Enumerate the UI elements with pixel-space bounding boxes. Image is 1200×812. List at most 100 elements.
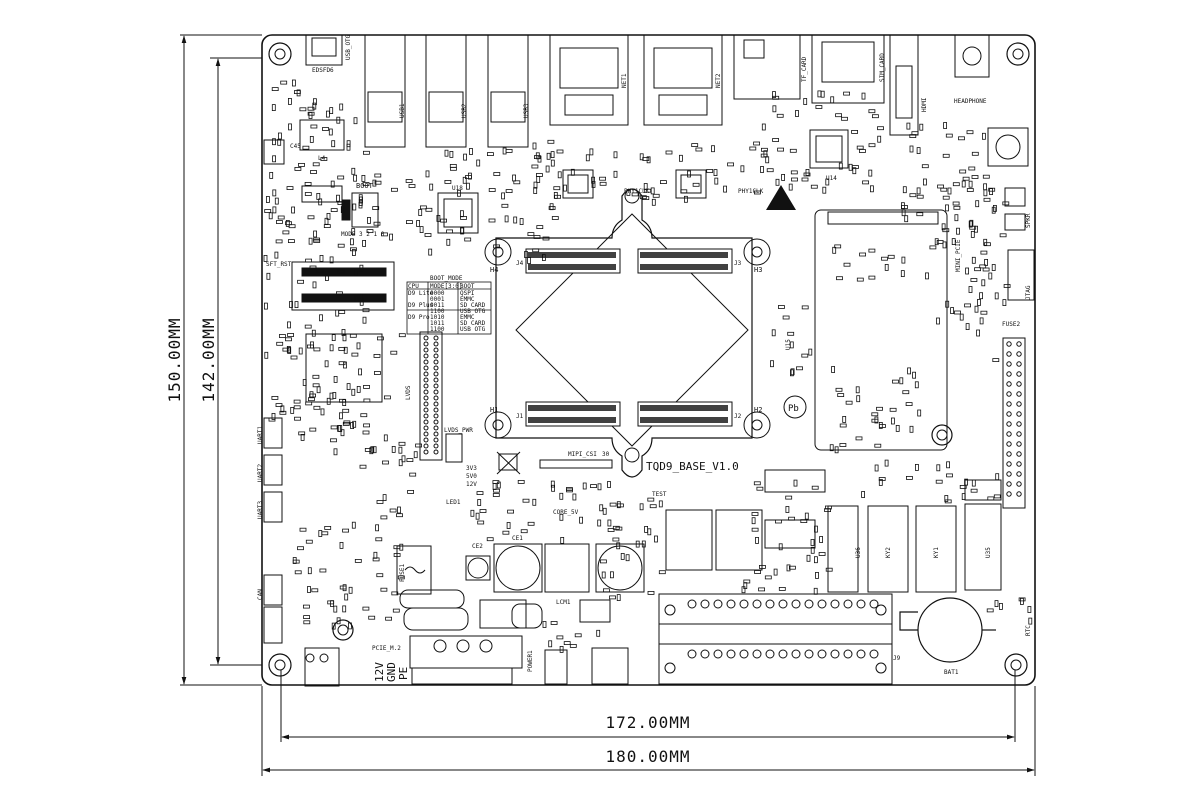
smd-part bbox=[559, 646, 564, 653]
smd-part bbox=[312, 162, 320, 167]
smd-part bbox=[969, 219, 974, 227]
smd-part bbox=[884, 459, 889, 467]
smd-part bbox=[428, 248, 433, 256]
smd-part bbox=[764, 575, 772, 580]
smd-part bbox=[822, 186, 827, 194]
smd-part bbox=[444, 149, 449, 157]
smd-part bbox=[277, 215, 285, 220]
smd-part bbox=[835, 387, 843, 392]
smd-part bbox=[459, 210, 464, 218]
smd-part bbox=[330, 438, 337, 443]
smd-part bbox=[522, 498, 530, 503]
smd-part bbox=[362, 316, 367, 324]
smd-part bbox=[838, 162, 843, 170]
smd-part bbox=[294, 166, 302, 171]
smd-part bbox=[272, 138, 276, 146]
smd-part bbox=[772, 105, 777, 113]
smd-part bbox=[964, 478, 968, 486]
smd-part bbox=[602, 507, 607, 515]
smd-part bbox=[302, 379, 307, 386]
board-outline bbox=[261, 34, 1036, 686]
jtag-pin bbox=[1006, 391, 1012, 397]
smd-part bbox=[313, 347, 321, 352]
smd-part bbox=[513, 180, 521, 185]
uart1-label: UART1 bbox=[257, 426, 264, 444]
smd-part bbox=[288, 123, 292, 131]
smd-part bbox=[533, 235, 541, 239]
smd-part bbox=[324, 274, 329, 281]
header-pin bbox=[433, 359, 439, 365]
smd-part bbox=[351, 249, 356, 256]
jtag-pin bbox=[1016, 431, 1022, 437]
smd-part bbox=[758, 587, 765, 592]
smd-part bbox=[639, 153, 644, 161]
smd-part bbox=[1002, 299, 1007, 307]
smd-part bbox=[457, 189, 461, 197]
pb-label: Pb bbox=[788, 404, 799, 414]
smd-part bbox=[574, 633, 582, 638]
jtag-pin bbox=[1006, 381, 1012, 387]
smd-part bbox=[644, 188, 652, 193]
smd-part bbox=[625, 554, 630, 562]
header-pin bbox=[423, 353, 429, 359]
smd-part bbox=[889, 407, 897, 412]
smd-part bbox=[714, 177, 719, 185]
smd-part bbox=[916, 147, 921, 155]
smd-part bbox=[376, 573, 384, 578]
smd-part bbox=[313, 239, 321, 243]
smd-part bbox=[358, 293, 363, 301]
smd-part bbox=[813, 587, 818, 595]
smd-part bbox=[292, 559, 300, 564]
smd-part bbox=[359, 464, 367, 469]
smd-part bbox=[909, 425, 914, 433]
header-pin bbox=[433, 377, 439, 383]
smd-part bbox=[310, 170, 317, 174]
smd-part bbox=[626, 188, 631, 196]
smd-part bbox=[287, 239, 295, 244]
smd-part bbox=[765, 156, 770, 164]
u18-label: U18 bbox=[452, 185, 463, 192]
smd-part bbox=[859, 149, 866, 153]
smd-part bbox=[966, 188, 974, 192]
smd-part bbox=[389, 508, 397, 513]
smd-part bbox=[760, 166, 764, 173]
smd-part bbox=[832, 246, 837, 254]
smd-part bbox=[929, 245, 937, 250]
smd-part bbox=[829, 444, 834, 452]
mini-pcie-label: MINI_PCIE bbox=[955, 239, 962, 272]
smd-part bbox=[599, 181, 607, 186]
boot-table-cell: 1011 bbox=[430, 320, 445, 327]
jtag-pin bbox=[1006, 451, 1012, 457]
boot-table-cell: USB OTG bbox=[460, 326, 486, 333]
terminal-screw bbox=[804, 599, 814, 609]
smd-part bbox=[956, 227, 960, 235]
smd-part bbox=[706, 169, 714, 173]
terminal-screw bbox=[752, 649, 762, 659]
smd-part bbox=[991, 264, 996, 271]
smd-part bbox=[916, 212, 924, 217]
smd-part bbox=[380, 587, 388, 592]
smd-part bbox=[560, 537, 565, 544]
smd-part bbox=[788, 516, 795, 521]
uart3-label: UART3 bbox=[257, 501, 264, 519]
smd-part bbox=[342, 528, 350, 533]
smd-part bbox=[362, 150, 370, 155]
smd-part bbox=[684, 195, 688, 203]
smd-part bbox=[493, 244, 501, 249]
smd-part bbox=[524, 251, 528, 258]
headphone-label: HEADPHONE bbox=[954, 98, 987, 105]
smd-part bbox=[335, 291, 343, 296]
boot-table-cell: USB OTG bbox=[460, 308, 486, 315]
smd-part bbox=[351, 167, 356, 175]
smd-part bbox=[272, 189, 277, 197]
smd-part bbox=[542, 236, 550, 241]
smd-part bbox=[407, 489, 415, 494]
smd-part bbox=[974, 305, 979, 313]
smd-part bbox=[660, 180, 667, 185]
smd-part bbox=[349, 333, 357, 338]
header-pin bbox=[433, 383, 439, 389]
smd-part bbox=[831, 366, 835, 373]
smd-part bbox=[356, 342, 361, 350]
smd-part bbox=[463, 153, 468, 161]
